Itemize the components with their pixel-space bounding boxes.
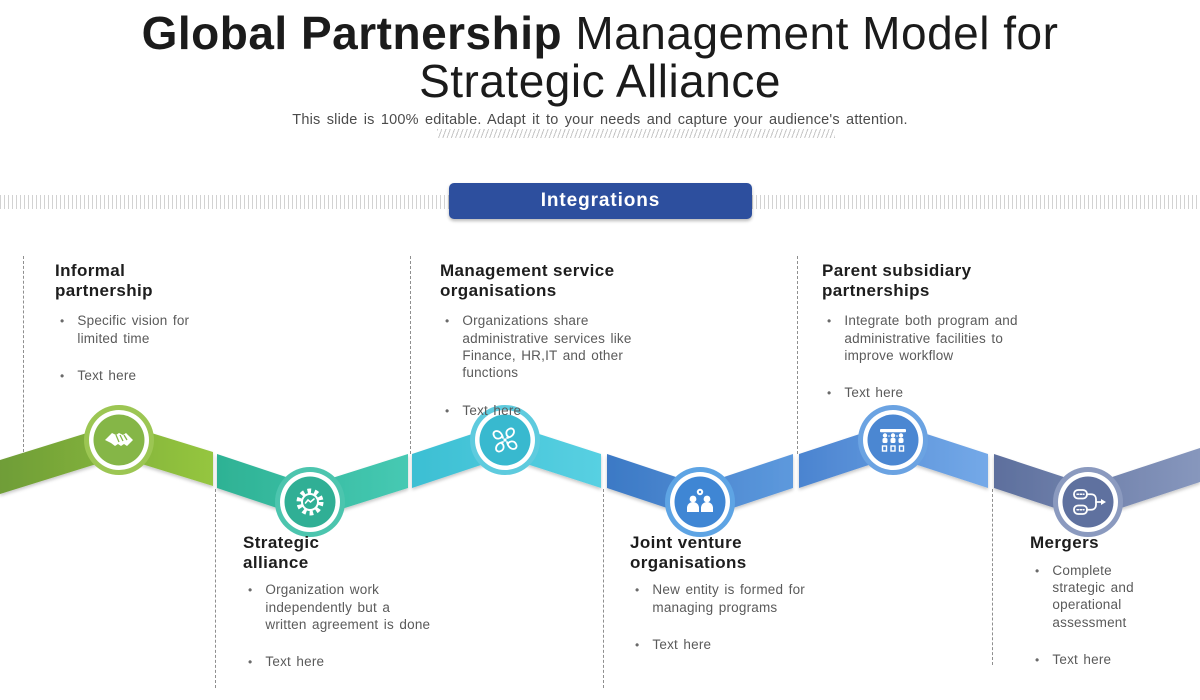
handshake-icon <box>105 433 133 446</box>
stage-bullet: •Complete strategic and operational asse… <box>1035 562 1134 630</box>
stage-management-service: Management service organisations •Organi… <box>440 261 700 440</box>
stage-bullet: •Text here <box>248 654 325 670</box>
bullet-dot: • <box>60 368 65 383</box>
stage-bullet: •Organizations share administrative serv… <box>445 313 632 381</box>
stage-bullet: •Text here <box>60 367 137 383</box>
bullet-dot: • <box>1035 652 1040 667</box>
stage-bullet: •Text here <box>445 402 522 418</box>
stage-title: Joint venture organisations <box>630 533 747 572</box>
stage-strategic-alliance: Strategic alliance •Organization work in… <box>243 533 463 691</box>
integrations-banner-label: Integrations <box>540 190 661 211</box>
stage-mergers: Mergers •Complete strategic and operatio… <box>1030 533 1190 689</box>
stage-bullet: •Specific vision for limited time <box>60 313 190 346</box>
ribbon-segment-strategic <box>217 454 408 519</box>
stage-bullet: •New entity is formed for managing progr… <box>635 582 806 615</box>
stage-title: Parent subsidiary partnerships <box>822 261 972 300</box>
title-line-1: Global Partnership Management Model for <box>141 7 1059 59</box>
dashed-guide-informal <box>23 256 24 452</box>
stage-joint-venture: Joint venture organisations •New entity … <box>630 533 850 674</box>
slide-subtitle: This slide is 100% editable. Adapt it to… <box>292 111 908 128</box>
bullet-dot: • <box>248 655 253 670</box>
node-joint-venture <box>665 467 735 537</box>
gear-icon <box>296 488 324 516</box>
dashed-guide-management <box>410 256 411 454</box>
dashed-guide-strategic <box>215 489 216 688</box>
stage-bullet: •Text here <box>1035 651 1112 667</box>
ribbon-segment-joint <box>607 454 793 519</box>
bullet-dot: • <box>248 583 253 598</box>
bullet-dot: • <box>635 583 640 598</box>
ribbon-segment-parent <box>799 423 988 488</box>
bullet-dot: • <box>1035 563 1040 578</box>
integrations-banner[interactable]: Integrations <box>449 183 752 219</box>
stage-title: Management service organisations <box>440 261 615 300</box>
bullet-dot: • <box>827 314 832 329</box>
stage-bullet: •Text here <box>827 385 904 401</box>
bullet-dot: • <box>445 403 450 418</box>
decorative-hatch-small <box>437 129 835 138</box>
stage-title: Strategic alliance <box>243 533 320 572</box>
ribbon-segment-informal <box>0 423 213 494</box>
dashed-guide-mergers <box>992 489 993 665</box>
bullet-dot: • <box>60 314 65 329</box>
people-icon <box>687 488 713 512</box>
node-strategic-alliance <box>275 467 345 537</box>
title-line-2: Strategic Alliance <box>419 54 781 107</box>
node-mergers <box>1053 467 1123 537</box>
stage-bullet: •Text here <box>635 636 712 652</box>
stage-title: Mergers <box>1030 533 1099 552</box>
stage-title: Informal partnership <box>55 261 153 300</box>
stage-bullet: •Integrate both program and administrati… <box>827 313 1018 363</box>
stage-parent-subsidiary: Parent subsidiary partnerships •Integrat… <box>822 261 1082 422</box>
bullet-dot: • <box>827 386 832 401</box>
bullet-dot: • <box>445 314 450 329</box>
ribbon-segment-mergers <box>994 448 1200 519</box>
page-title: Global Partnership Management Model for … <box>0 7 1200 107</box>
stage-informal-partnership: Informal partnership •Specific vision fo… <box>55 261 315 405</box>
stage-bullet: •Organization work independently but a w… <box>248 582 431 632</box>
node-informal-partnership <box>84 405 154 475</box>
dashed-guide-joint <box>603 489 604 688</box>
meeting-icon <box>880 429 906 452</box>
merge-icon <box>1073 489 1106 515</box>
dashed-guide-parent <box>797 256 798 454</box>
bullet-dot: • <box>635 637 640 652</box>
